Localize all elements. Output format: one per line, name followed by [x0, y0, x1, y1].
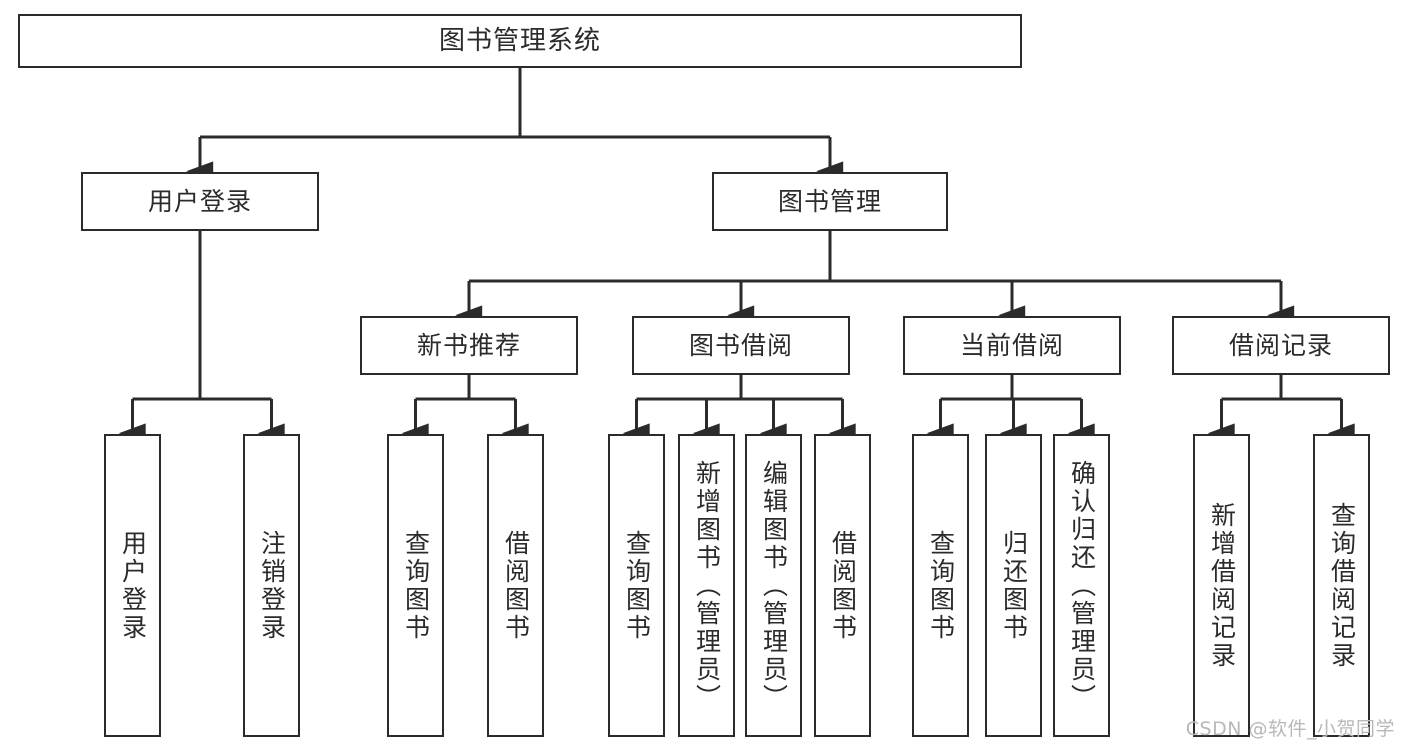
- node-book-management[interactable]: 图书管理: [712, 172, 948, 231]
- node-leaf-edit-book[interactable]: 编辑图书（管理员）: [745, 434, 802, 737]
- node-leaf-add-borrow-record-label: 新增借阅记录: [1207, 501, 1237, 670]
- node-borrow-record[interactable]: 借阅记录: [1172, 316, 1390, 375]
- node-leaf-logout-label: 注销登录: [257, 529, 287, 642]
- node-leaf-user-login-label: 用户登录: [118, 529, 148, 642]
- node-leaf-return-book-label: 归还图书: [999, 529, 1029, 642]
- node-leaf-query-book-current[interactable]: 查询图书: [912, 434, 969, 737]
- watermark: CSDN @软件_小贺同学: [1185, 718, 1395, 740]
- node-leaf-confirm-return-label: 确认归还（管理员）: [1067, 459, 1097, 712]
- node-leaf-query-borrow-record-label: 查询借阅记录: [1327, 501, 1357, 670]
- node-book-management-label: 图书管理: [777, 186, 882, 216]
- node-root-label: 图书管理系统: [438, 25, 601, 56]
- node-leaf-borrow-book-recommend[interactable]: 借阅图书: [487, 434, 544, 737]
- node-leaf-add-book-label: 新增图书（管理员）: [692, 459, 722, 712]
- node-leaf-query-book-borrow[interactable]: 查询图书: [608, 434, 665, 737]
- node-user-login-label: 用户登录: [147, 186, 252, 216]
- node-leaf-add-book[interactable]: 新增图书（管理员）: [678, 434, 735, 737]
- node-leaf-borrow-book-label: 借阅图书: [828, 529, 858, 642]
- node-leaf-query-book-recommend[interactable]: 查询图书: [387, 434, 444, 737]
- node-leaf-edit-book-label: 编辑图书（管理员）: [759, 459, 789, 712]
- node-leaf-return-book[interactable]: 归还图书: [985, 434, 1042, 737]
- node-root[interactable]: 图书管理系统: [18, 14, 1022, 68]
- node-current-borrow[interactable]: 当前借阅: [903, 316, 1121, 375]
- node-book-borrow[interactable]: 图书借阅: [632, 316, 850, 375]
- node-leaf-logout[interactable]: 注销登录: [243, 434, 300, 737]
- node-borrow-record-label: 借阅记录: [1228, 330, 1333, 360]
- node-book-borrow-label: 图书借阅: [688, 330, 793, 360]
- node-new-book-recommend-label: 新书推荐: [416, 330, 521, 360]
- node-leaf-query-borrow-record[interactable]: 查询借阅记录: [1313, 434, 1370, 737]
- node-current-borrow-label: 当前借阅: [959, 330, 1064, 360]
- node-leaf-borrow-book[interactable]: 借阅图书: [814, 434, 871, 737]
- node-user-login[interactable]: 用户登录: [81, 172, 319, 231]
- node-leaf-user-login[interactable]: 用户登录: [104, 434, 161, 737]
- node-new-book-recommend[interactable]: 新书推荐: [360, 316, 578, 375]
- node-leaf-query-book-recommend-label: 查询图书: [401, 529, 431, 642]
- node-leaf-borrow-book-recommend-label: 借阅图书: [501, 529, 531, 642]
- node-leaf-add-borrow-record[interactable]: 新增借阅记录: [1193, 434, 1250, 737]
- node-leaf-query-book-borrow-label: 查询图书: [622, 529, 652, 642]
- node-leaf-query-book-current-label: 查询图书: [926, 529, 956, 642]
- node-leaf-confirm-return[interactable]: 确认归还（管理员）: [1053, 434, 1110, 737]
